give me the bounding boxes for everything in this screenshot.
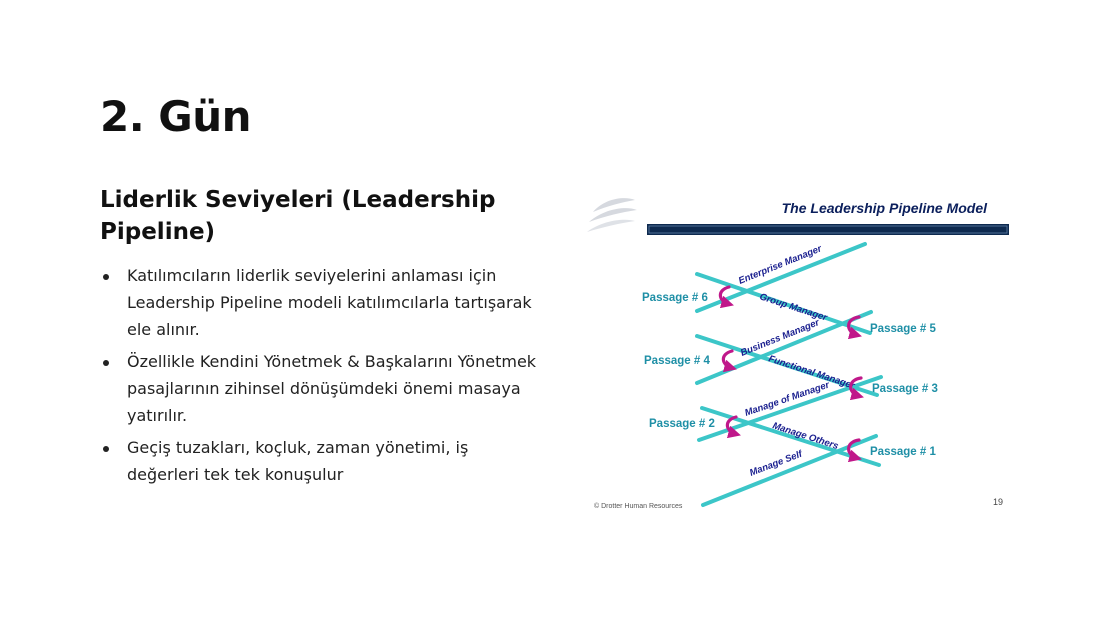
passage-label: Passage # 3 [872, 383, 938, 395]
bullet-text: Katılımcıların liderlik seviyelerini anl… [127, 266, 532, 339]
passage-label: Passage # 2 [649, 418, 715, 430]
pipe-functional-manager [695, 334, 879, 397]
passage-label: Passage # 5 [870, 323, 936, 335]
bullet-dot [103, 274, 109, 280]
title-banner-inner [648, 225, 1008, 234]
turn-arrow-icon [718, 285, 734, 309]
pipeline-diagram: The Leadership Pipeline Model Manage Sel… [587, 198, 1009, 510]
company-logo [587, 198, 637, 232]
bullet-item: Katılımcıların liderlik seviyelerini anl… [100, 262, 545, 343]
bullet-item: Geçiş tuzakları, koçluk, zaman yönetimi,… [100, 434, 545, 488]
pipeline-lines [695, 242, 883, 507]
bullet-text: Geçiş tuzakları, koçluk, zaman yönetimi,… [127, 438, 469, 484]
section-heading: Liderlik Seviyeleri (Leadership Pipeline… [100, 187, 496, 245]
turn-arrow-icon [849, 376, 864, 401]
leadership-pipeline-figure: The Leadership Pipeline Model Manage Sel… [585, 190, 1025, 515]
pipe-group-manager [695, 272, 872, 335]
passage-label: Passage # 1 [870, 446, 936, 458]
turn-arrow-icon [725, 415, 741, 439]
page-number: 19 [993, 497, 1003, 507]
bullet-text: Özellikle Kendini Yönetmek & Başkalarını… [127, 352, 537, 425]
bullet-list: Katılımcıların liderlik seviyelerini anl… [100, 262, 545, 493]
title-banner [647, 224, 1009, 235]
bullet-item: Özellikle Kendini Yönetmek & Başkalarını… [100, 348, 545, 429]
level-label: Manage Others [771, 420, 840, 452]
passage-label: Passage # 6 [642, 292, 708, 304]
turn-arrow-icon [847, 315, 862, 340]
passage-label: Passage # 4 [644, 355, 710, 367]
turn-arrow-icon [847, 438, 862, 463]
copyright-text: © Drotter Human Resources [594, 502, 683, 510]
slide-title: 2. Gün [100, 92, 252, 141]
turn-arrow-icon [721, 349, 737, 373]
bullet-dot [103, 360, 109, 366]
figure-title: The Leadership Pipeline Model [782, 200, 988, 216]
level-label: Group Manager [758, 291, 829, 324]
bullet-dot [103, 446, 109, 452]
